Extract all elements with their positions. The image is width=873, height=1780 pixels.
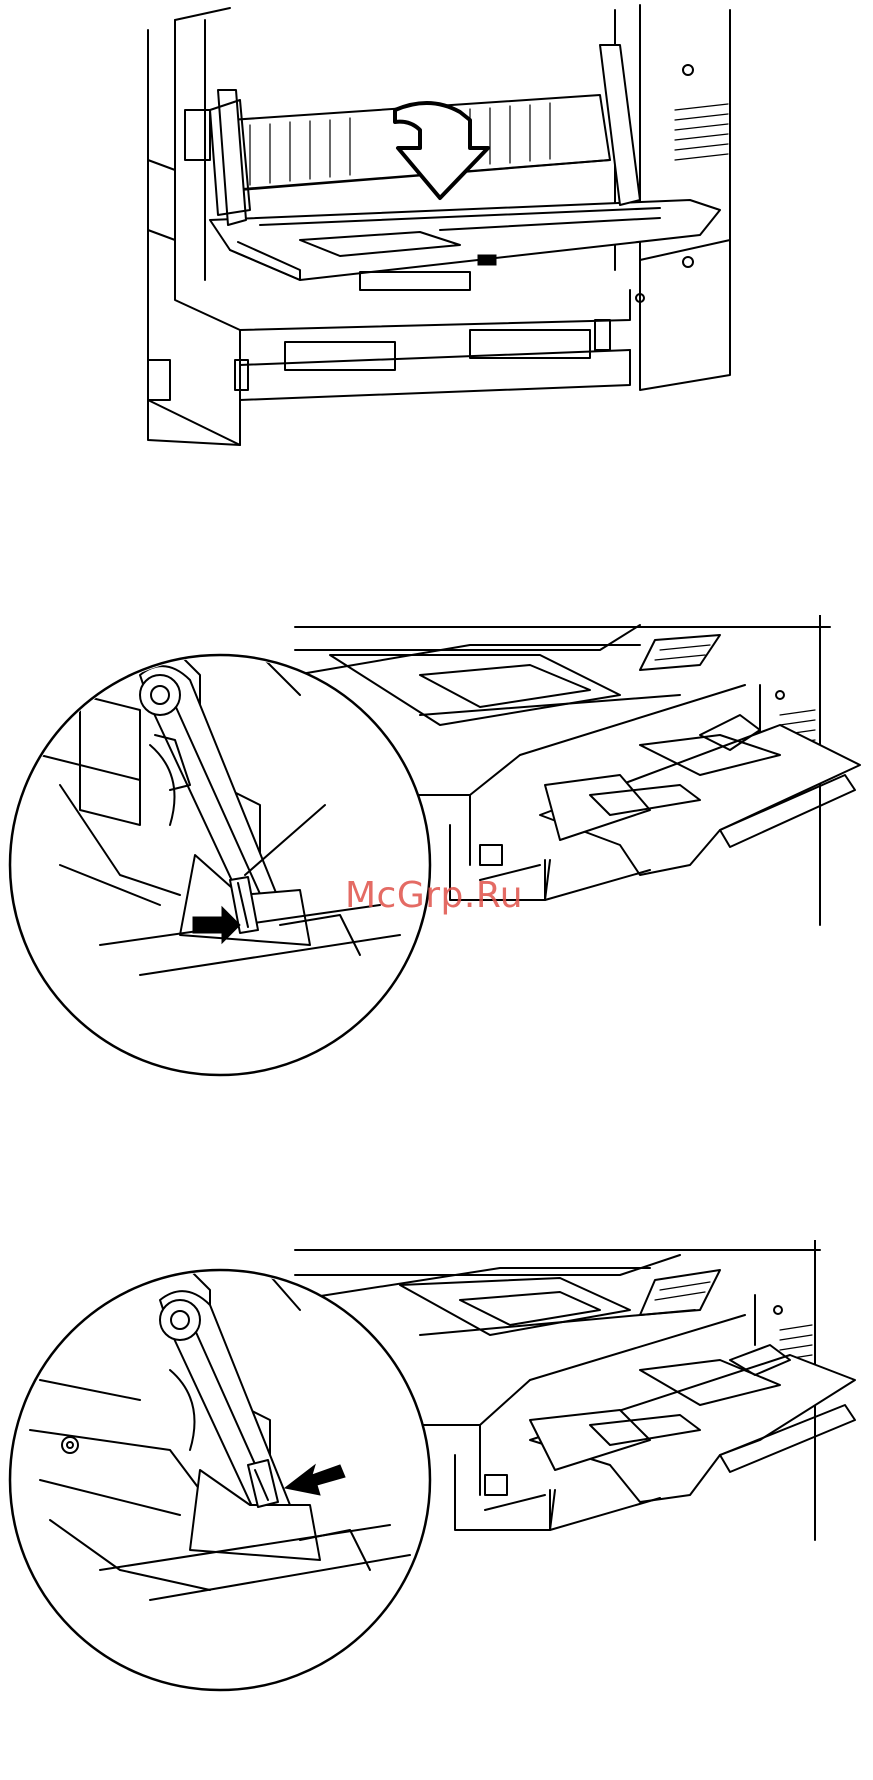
printer-rear-illustration (0, 0, 873, 460)
lever-detail-illustration-2 (0, 1240, 873, 1780)
figure-lever-detail-2 (0, 1240, 873, 1780)
figure-printer-rear-cover (0, 0, 873, 460)
watermark-text: McGrp.Ru (345, 875, 523, 916)
